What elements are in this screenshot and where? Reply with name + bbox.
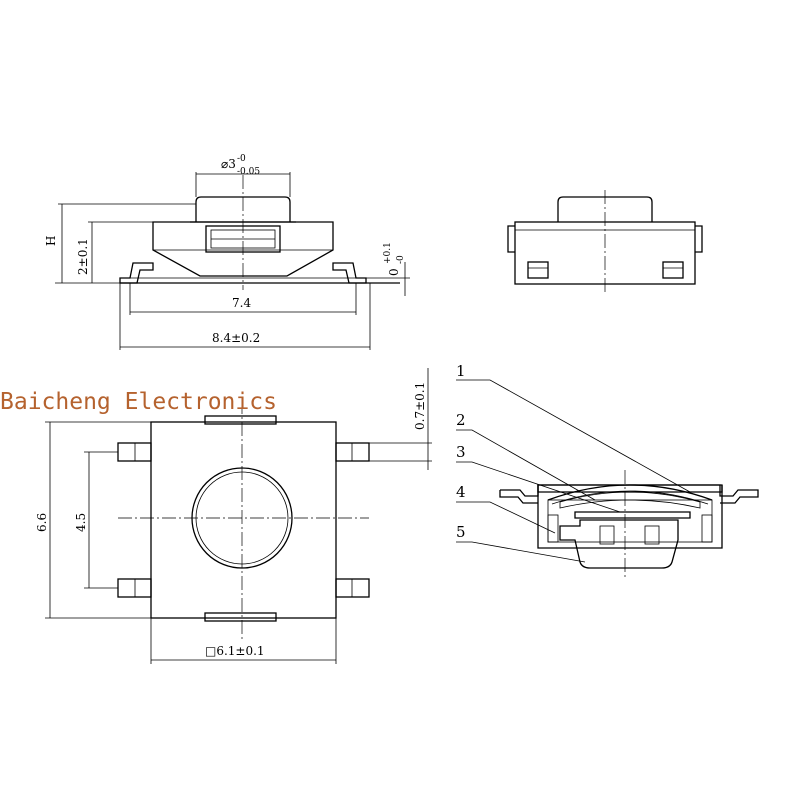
lead-offset-tol-lower: -0 [396, 255, 406, 264]
lead-thickness-label: 0.7±0.1 [413, 382, 427, 430]
body-square-label: □6.1±0.1 [205, 644, 265, 658]
body-length-label: 7.4 [232, 296, 251, 310]
top-view: 6.6 4.5 0.7±0.1 □6.1±0.1 [35, 368, 432, 664]
front-view: ⌀3 -0 -0.05 H 2±0.1 0 +0.1 -0 7.4 8.4±0.… [44, 154, 410, 350]
total-length-label: 8.4±0.2 [212, 331, 260, 345]
height-symbol-label: H [44, 236, 58, 246]
button-diameter-label: ⌀3 [221, 157, 236, 171]
callout-4: 4 [456, 483, 466, 501]
lead-offset-label: 0 [387, 268, 401, 276]
body-height-label: 2±0.1 [76, 238, 90, 275]
button-diameter-tol-lower: -0.05 [237, 167, 260, 177]
callout-3: 3 [456, 443, 466, 461]
watermark-text: Baicheng Electronics [0, 389, 277, 415]
callout-5: 5 [456, 523, 466, 541]
button-diameter-tol-upper: -0 [237, 154, 246, 164]
side-view [507, 190, 703, 295]
lead-pitch-label: 4.5 [74, 513, 88, 532]
total-width-label: 6.6 [35, 513, 49, 532]
lead-offset-tol-upper: +0.1 [383, 242, 393, 264]
cross-section-view: 1 2 3 4 5 [456, 362, 759, 580]
callout-2: 2 [456, 411, 466, 429]
callout-1: 1 [456, 362, 466, 380]
